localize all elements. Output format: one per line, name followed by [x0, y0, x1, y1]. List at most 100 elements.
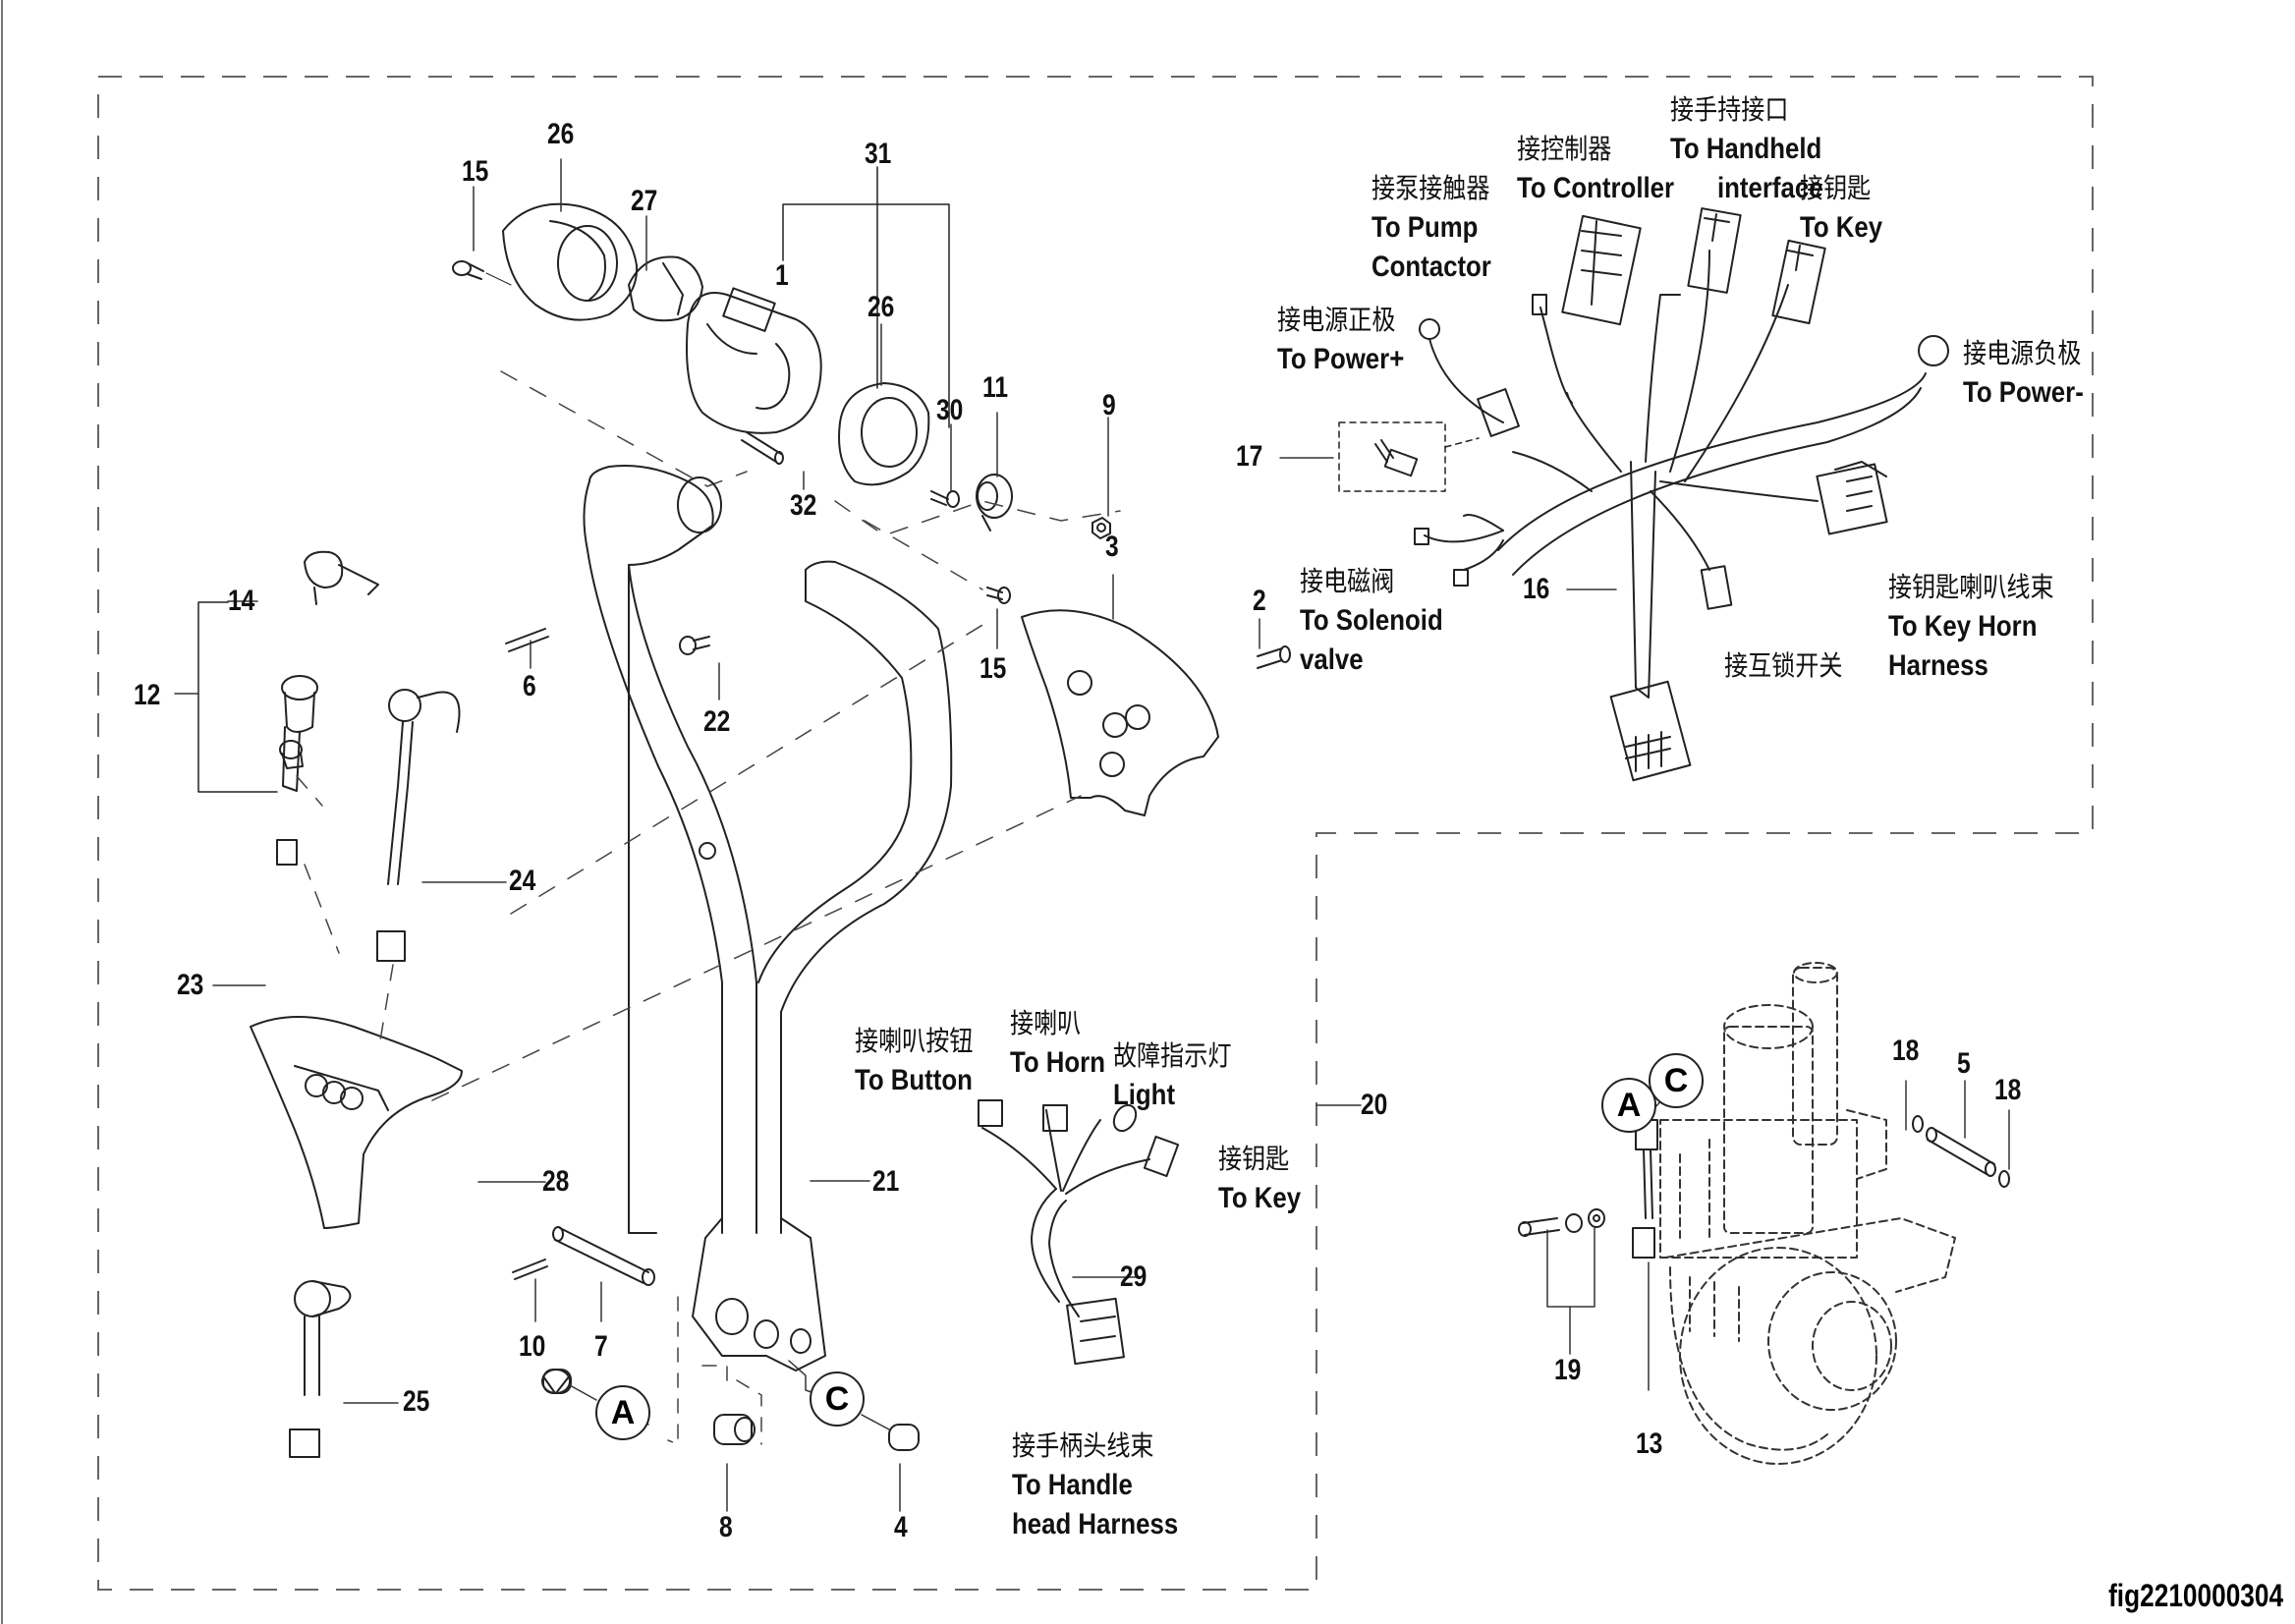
part-label-23: 23: [177, 969, 204, 1001]
callout-en: To Key: [1800, 211, 1883, 244]
callout-en: To Button: [855, 1064, 973, 1096]
callout-cn: 接钥匙喇叭线束: [1888, 571, 2054, 603]
connector-handheld: [1687, 207, 1742, 294]
callout-en: To Solenoid: [1300, 604, 1443, 637]
connector-interlock: [1700, 565, 1733, 610]
callout-cn: 接手柄头线束: [1012, 1429, 1154, 1462]
callout-en: To Pump: [1371, 211, 1479, 244]
assembly-boundary-20: [97, 76, 2094, 1591]
part-label-26: 26: [547, 118, 575, 150]
bushing-8: [713, 1414, 756, 1445]
insert-27: [628, 255, 703, 322]
callout-cn: 接互锁开关: [1724, 649, 1843, 682]
horn-button-24: [376, 689, 461, 962]
part-label-13: 13: [1636, 1428, 1663, 1460]
part-label-12: 12: [134, 679, 161, 711]
callout-horn: 接喇叭 To Horn: [1010, 1004, 1105, 1083]
indicator-23: [279, 740, 304, 769]
callout-en: head Harness: [1012, 1508, 1179, 1540]
callout-power-negative: 接电源负极 To Power-: [1963, 334, 2084, 413]
part-label-17: 17: [1236, 440, 1263, 473]
part-label-15: 15: [980, 652, 1007, 685]
part-label-10: 10: [519, 1330, 546, 1363]
connector-key-horn: [1816, 461, 1888, 535]
reference-marker-a: A: [595, 1385, 650, 1440]
part-label-20: 20: [1361, 1089, 1388, 1121]
callout-cn: 故障指示灯: [1113, 1039, 1232, 1072]
callout-cn: 接喇叭: [1010, 1007, 1082, 1039]
pin-5: [1912, 1115, 2010, 1188]
drive-unit: [1659, 962, 1956, 1465]
connector-bottom: [1609, 680, 1692, 782]
callout-handle-head-harness: 接手柄头线束 To Handle head Harness: [1012, 1427, 1178, 1544]
callout-en: Light: [1113, 1079, 1176, 1111]
part-label-22: 22: [703, 705, 731, 738]
screw-22: [679, 636, 710, 655]
switch-housing-1: [686, 287, 822, 434]
screw-15-mid: [986, 587, 1011, 604]
callout-en: To Key Horn: [1888, 610, 2038, 643]
callout-cn: 接控制器: [1517, 133, 1612, 165]
part-label-5: 5: [1957, 1047, 1971, 1080]
bolt-19: [1518, 1208, 1605, 1237]
callout-cn: 接电源负极: [1963, 337, 2082, 369]
pin-10: [512, 1259, 548, 1280]
reference-marker-a: A: [1601, 1078, 1656, 1133]
part-label-31: 31: [865, 138, 892, 170]
part-label-27: 27: [631, 185, 658, 217]
callout-cn: 接喇叭按钮: [855, 1025, 974, 1057]
cap-4: [888, 1424, 920, 1451]
callout-en: To Power+: [1277, 343, 1405, 375]
callout-en: To Power-: [1963, 376, 2084, 409]
reference-marker-c: C: [1649, 1053, 1704, 1108]
pin-7: [552, 1226, 655, 1286]
part-label-8: 8: [719, 1511, 733, 1543]
part-label-19: 19: [1554, 1354, 1582, 1386]
connector-key: [1771, 239, 1826, 325]
horn-25: [289, 1280, 352, 1458]
callout-en: To Horn: [1010, 1046, 1105, 1079]
handle-harness-29: [978, 1099, 1180, 1366]
fuse-17: [1338, 421, 1480, 492]
callout-cn: 接电磁阀: [1300, 565, 1395, 597]
callout-power-positive: 接电源正极 To Power+: [1277, 301, 1404, 379]
screw-2: [1257, 645, 1291, 669]
callout-key-horn-harness: 接钥匙喇叭线束 To Key Horn Harness: [1888, 568, 2054, 686]
handle-grip-28: [250, 1016, 463, 1229]
figure-id: fig2210000304: [2108, 1578, 2283, 1613]
reference-marker-c: C: [810, 1372, 865, 1427]
callout-interlock: 接互锁开关: [1724, 646, 1842, 686]
part-label-29: 29: [1120, 1260, 1148, 1293]
part-label-18: 18: [1994, 1074, 2022, 1106]
part-label-3: 3: [1105, 531, 1119, 563]
handle-end-cap-26-right: [838, 382, 930, 486]
part-label-26: 26: [868, 291, 895, 323]
bracket-31: [782, 203, 950, 428]
bracket-12: [197, 601, 278, 793]
cover-3: [1021, 609, 1219, 816]
callout-en: Harness: [1888, 649, 1988, 682]
part-label-1: 1: [775, 259, 789, 292]
callout-cn: 接钥匙: [1218, 1143, 1290, 1175]
part-label-25: 25: [403, 1385, 430, 1418]
callout-key-29: 接钥匙 To Key: [1218, 1140, 1301, 1218]
callout-cn: 接电源正极: [1277, 304, 1396, 336]
part-label-21: 21: [872, 1165, 900, 1198]
callout-en: To Controller: [1517, 172, 1675, 204]
part-label-15: 15: [462, 155, 489, 188]
callout-en: To Handheld: [1670, 133, 1822, 165]
callout-horn-button: 接喇叭按钮 To Button: [855, 1022, 973, 1100]
key-switch-12: [276, 675, 318, 866]
part-label-4: 4: [894, 1511, 908, 1543]
handle-end-cap-26-left: [502, 202, 639, 321]
part-label-7: 7: [594, 1330, 608, 1363]
handle-frame-21: [583, 465, 953, 1372]
part-label-9: 9: [1102, 389, 1116, 421]
part-label-28: 28: [542, 1165, 570, 1198]
part-label-18: 18: [1892, 1035, 1920, 1067]
callout-solenoid: 接电磁阀 To Solenoid valve: [1300, 562, 1443, 680]
callout-cn: 接手持接口: [1670, 93, 1789, 126]
pin-6: [505, 628, 549, 652]
part-label-6: 6: [523, 670, 536, 702]
bushing-a: [541, 1369, 572, 1394]
